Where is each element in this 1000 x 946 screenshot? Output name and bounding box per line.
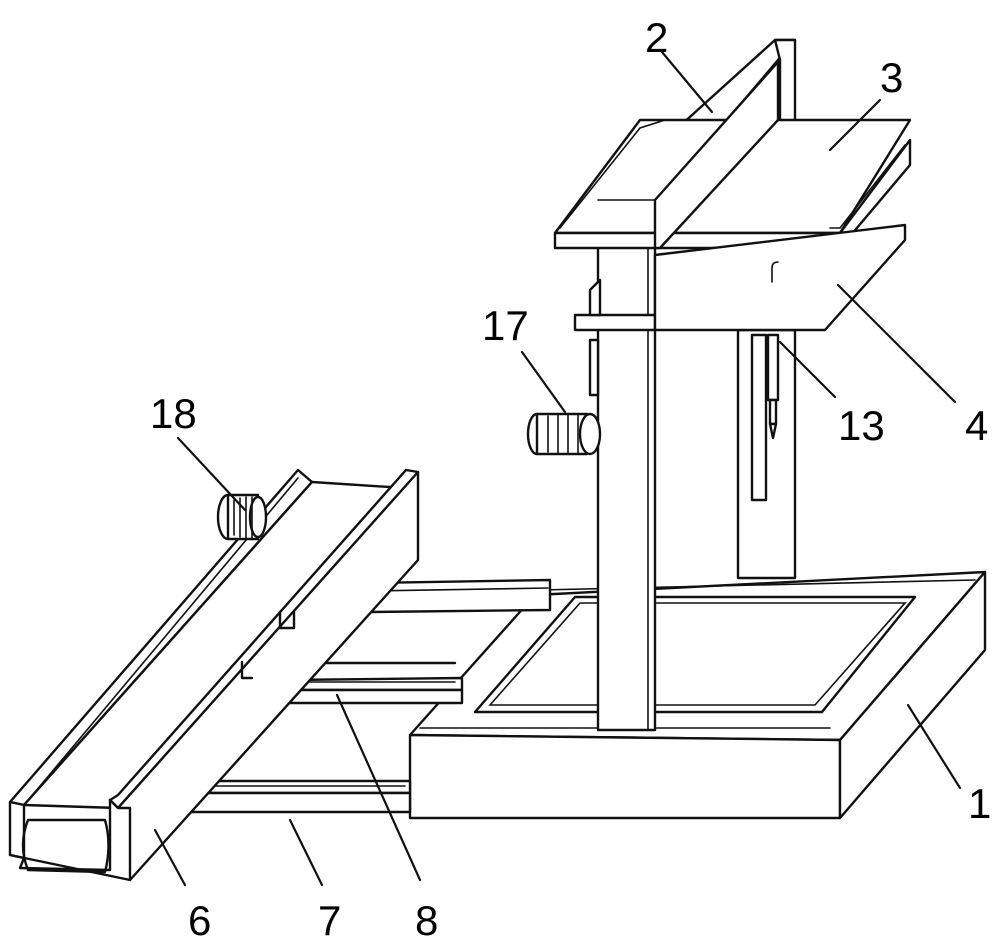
label-6: 6 [188, 897, 211, 944]
channel-rail [8, 468, 420, 882]
motor-upper [526, 338, 602, 456]
top-box [553, 60, 912, 250]
label-4: 4 [965, 402, 988, 449]
label-2: 2 [645, 14, 668, 61]
label-8: 8 [415, 897, 438, 944]
label-17: 17 [482, 302, 529, 349]
label-18: 18 [150, 390, 197, 437]
leader-lines [153, 50, 962, 887]
plate [573, 223, 907, 332]
part-labels: 2 3 17 18 13 4 1 6 7 8 [150, 14, 991, 944]
label-3: 3 [880, 54, 903, 101]
label-1: 1 [968, 780, 991, 827]
motor-left [216, 493, 268, 541]
label-7: 7 [318, 897, 341, 944]
rod [766, 333, 780, 440]
label-13: 13 [838, 402, 885, 449]
